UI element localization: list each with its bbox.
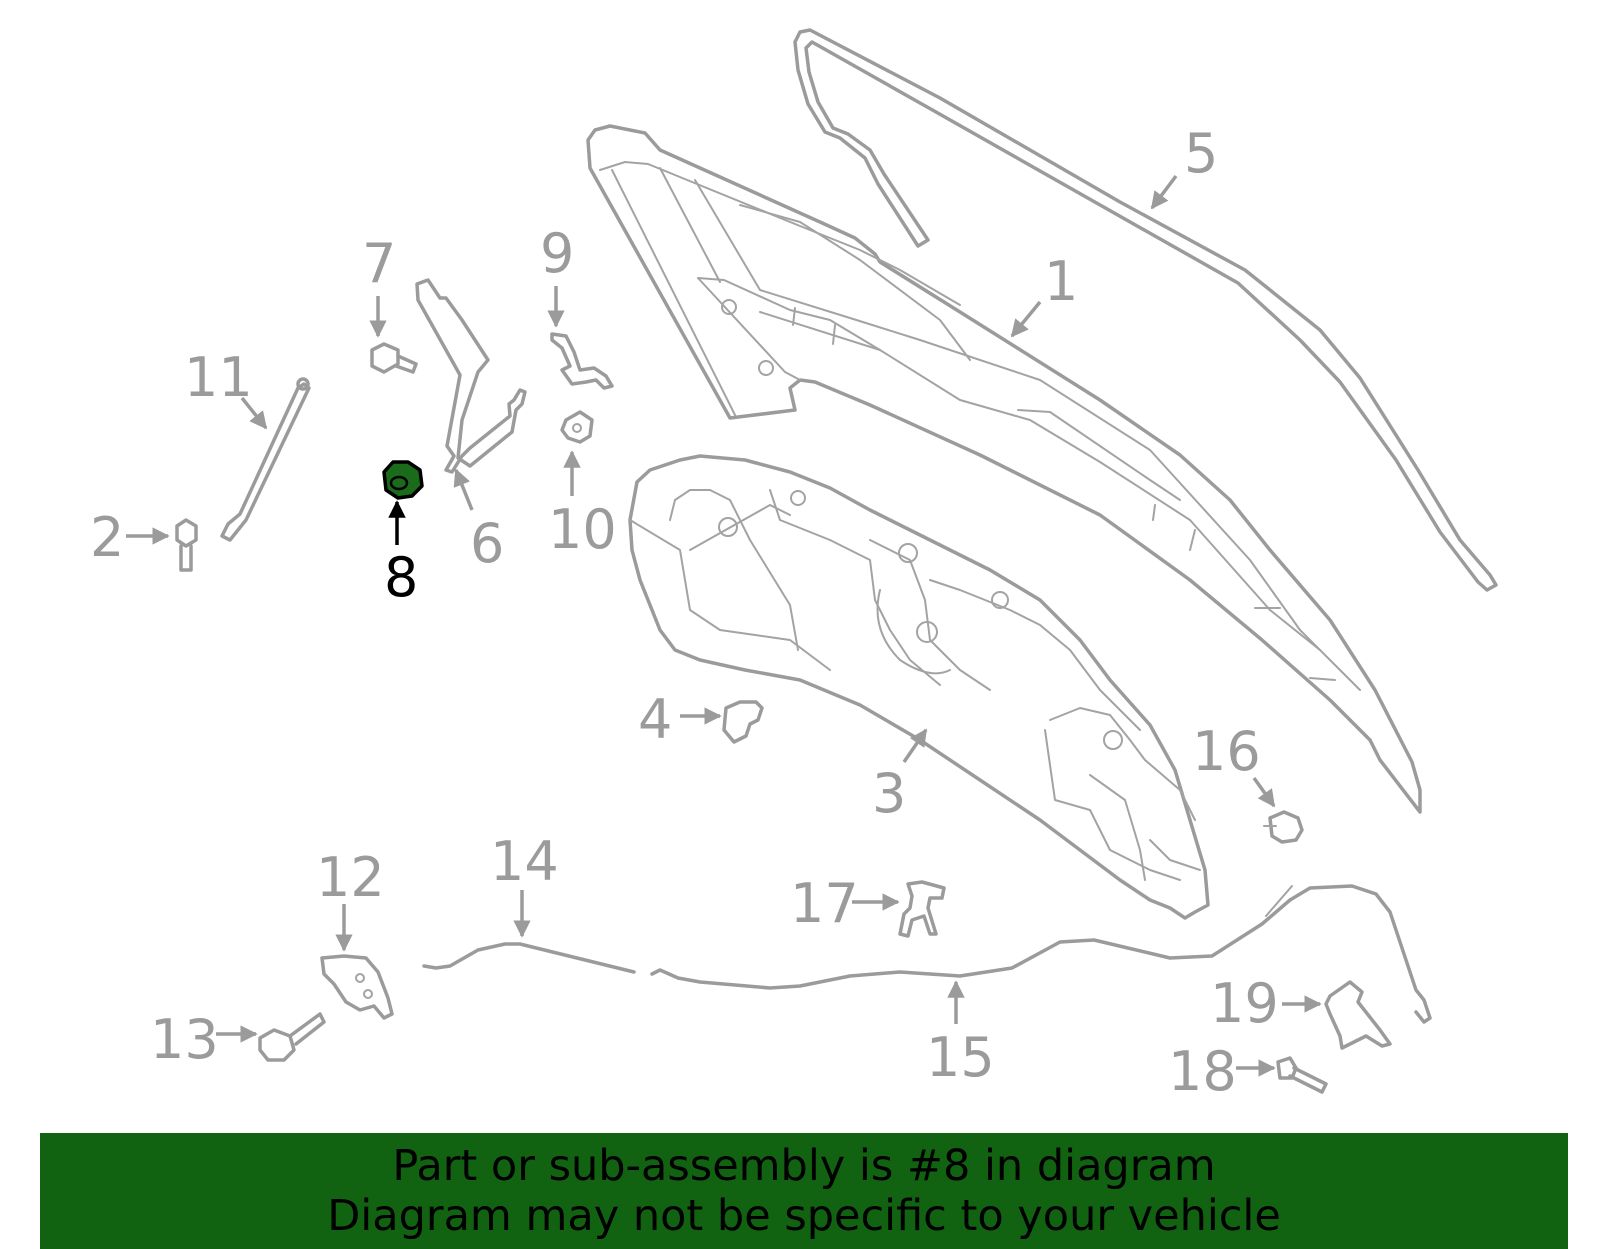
callout-12: 12 <box>316 846 385 909</box>
part-1-hood-panel <box>586 124 1422 814</box>
callout-19: 19 <box>1210 972 1279 1035</box>
part-7-bolt <box>370 342 418 374</box>
callout-4: 4 <box>638 688 672 751</box>
callout-17: 17 <box>790 872 859 935</box>
callout-13: 13 <box>150 1008 219 1071</box>
part-12-bracket <box>320 954 394 1020</box>
part-10-push-nut <box>560 410 594 444</box>
part-17-clip <box>898 880 946 938</box>
part-15-release-cable <box>650 884 1432 1024</box>
part-19-bracket <box>1324 980 1392 1050</box>
callout-1: 1 <box>1044 250 1078 313</box>
part-18-screw <box>1276 1056 1328 1094</box>
callout-7: 7 <box>362 232 396 295</box>
callout-6: 6 <box>470 512 504 575</box>
part-6-hood-hinge <box>415 278 527 474</box>
info-banner: Part or sub-assembly is #8 in diagram Di… <box>40 1133 1568 1249</box>
callout-labels: 1 2 3 4 5 6 7 8 9 10 11 12 13 14 15 16 1… <box>90 122 1279 1103</box>
banner-line-2: Diagram may not be specific to your vehi… <box>327 1191 1281 1241</box>
part-9-clip <box>550 332 614 390</box>
part-14-release-cable <box>422 942 636 974</box>
callout-8: 8 <box>384 546 418 609</box>
callout-16: 16 <box>1192 720 1261 783</box>
callout-2: 2 <box>90 506 124 569</box>
callout-5: 5 <box>1184 122 1218 185</box>
part-3-hood-insulator <box>628 454 1210 920</box>
leader-lines <box>126 174 1322 1077</box>
callout-11: 11 <box>184 346 253 409</box>
part-11-support-rod <box>220 377 311 542</box>
banner-line-1: Part or sub-assembly is #8 in diagram <box>392 1141 1216 1191</box>
callout-3: 3 <box>872 762 906 825</box>
part-2-bolt <box>175 518 198 572</box>
callout-15: 15 <box>926 1026 995 1089</box>
part-13-bolt <box>258 1012 326 1062</box>
part-4-push-pin <box>722 700 764 744</box>
part-5-hood-seal <box>793 28 1498 592</box>
callout-10: 10 <box>548 498 617 561</box>
part-16-fastener <box>1263 810 1304 844</box>
callout-14: 14 <box>490 830 559 893</box>
callout-9: 9 <box>540 222 574 285</box>
callout-18: 18 <box>1168 1040 1237 1103</box>
part-8-nut <box>382 460 424 500</box>
